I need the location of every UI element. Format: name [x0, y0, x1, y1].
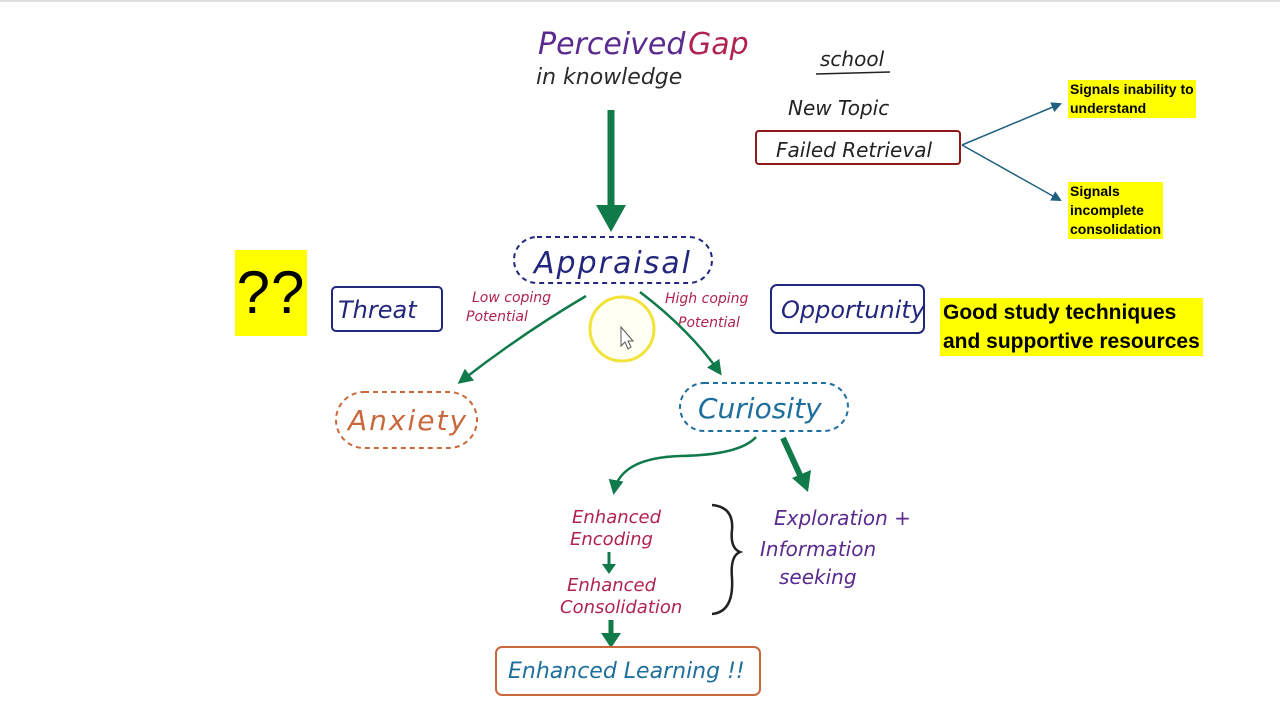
- new-topic-label: New Topic: [788, 96, 889, 120]
- signal-inability-line1: Signals inability to: [1070, 81, 1194, 97]
- good-study-note: Good study techniques and supportive res…: [940, 298, 1203, 356]
- threat-box: [331, 286, 443, 332]
- arrow-to-enhanced-learning-head: [601, 633, 621, 648]
- signal-incomplete-note: Signals incomplete consolidation: [1068, 182, 1163, 239]
- threat-label: Threat: [338, 296, 418, 324]
- failed-retrieval-label: Failed Retrieval: [776, 138, 932, 162]
- signal-incomplete-line2: incomplete: [1070, 202, 1144, 218]
- arrow-to-exploration: [780, 436, 803, 477]
- enhanced-consolidation-line1: Enhanced: [567, 575, 657, 596]
- good-study-line2: and supportive resources: [943, 330, 1200, 353]
- arrow-to-anxiety: [457, 294, 587, 384]
- curiosity-label: Curiosity: [698, 392, 822, 425]
- in-knowledge-label: in knowledge: [536, 65, 682, 90]
- failed-retrieval-box: [755, 130, 961, 165]
- arrow-to-signal-2: [961, 144, 1062, 202]
- exploration-line3: seeking: [779, 565, 857, 589]
- appraisal-label: Appraisal: [532, 246, 692, 281]
- curly-brace: [711, 503, 744, 616]
- opportunity-label: Opportunity: [781, 296, 926, 324]
- mouse-cursor-icon: [620, 325, 635, 350]
- school-underline: [815, 71, 891, 75]
- signal-inability-note: Signals inability to understand: [1068, 80, 1196, 118]
- anxiety-bubble: [335, 391, 478, 449]
- curiosity-bubble: [679, 382, 849, 432]
- question-marks-badge: ??: [235, 250, 307, 336]
- enhanced-consolidation-line2: Consolidation: [560, 597, 682, 618]
- anxiety-label: Anxiety: [346, 404, 468, 437]
- signal-incomplete-line3: consolidation: [1070, 221, 1161, 237]
- low-coping-line2: Potential: [466, 309, 528, 325]
- arrow-encoding-to-consolidation-head: [602, 564, 616, 574]
- low-coping-line1: Low coping: [472, 290, 551, 306]
- appraisal-bubble: [513, 236, 713, 284]
- enhanced-encoding-line1: Enhanced: [572, 507, 662, 528]
- enhanced-encoding-line2: Encoding: [570, 529, 653, 550]
- perceived-label: Perceived: [538, 27, 686, 62]
- signal-incomplete-line1: Signals: [1070, 183, 1120, 199]
- arrow-gap-to-appraisal-head: [596, 205, 626, 232]
- arrow-to-curiosity: [639, 291, 722, 376]
- exploration-line2: Information: [760, 537, 876, 561]
- gap-label: Gap: [688, 27, 749, 62]
- high-coping-line2: Potential: [678, 315, 740, 331]
- school-label: school: [820, 47, 885, 71]
- opportunity-box: [770, 284, 925, 334]
- exploration-line1: Exploration +: [774, 506, 911, 530]
- enhanced-learning-label: Enhanced Learning !!: [508, 659, 745, 684]
- good-study-line1: Good study techniques: [943, 301, 1177, 324]
- arrow-to-enhanced-encoding: [608, 436, 757, 495]
- signal-inability-line2: understand: [1070, 100, 1147, 116]
- enhanced-learning-box: [495, 646, 761, 696]
- arrow-to-signal-1: [961, 102, 1062, 146]
- arrow-to-exploration-head: [792, 470, 811, 492]
- high-coping-line1: High coping: [665, 291, 749, 307]
